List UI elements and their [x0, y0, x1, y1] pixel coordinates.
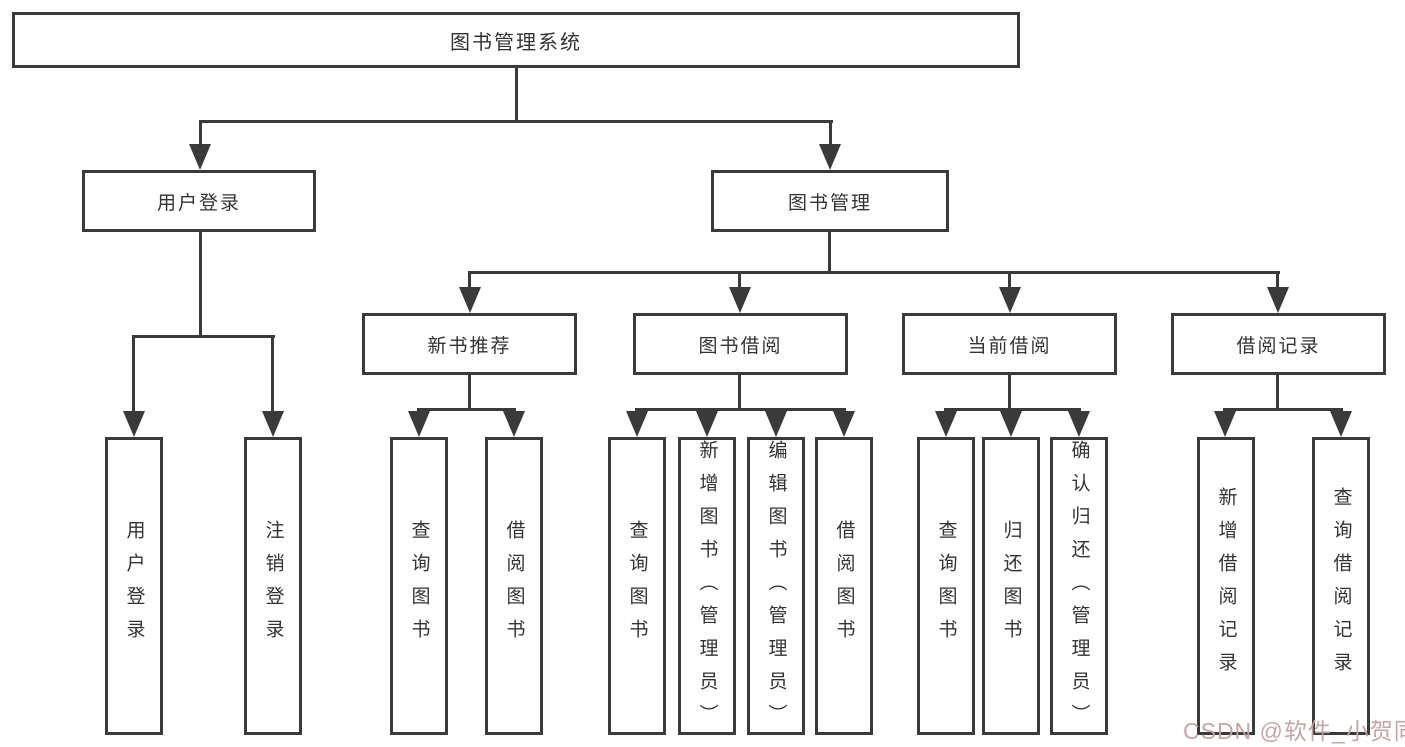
- connector-line: [829, 120, 832, 146]
- connector-line: [1008, 375, 1011, 410]
- leaf-query-books-borrowing: 查询图书: [608, 437, 666, 735]
- leaf-add-borrow-record: 新增借阅记录: [1197, 437, 1255, 735]
- node-user-login: 用户登录: [82, 170, 316, 232]
- arrow-down-icon: [626, 411, 648, 437]
- leaf-return-books: 归还图书: [982, 437, 1040, 735]
- leaf-borrow-books-recommend: 借阅图书: [485, 437, 543, 735]
- arrow-down-icon: [459, 287, 481, 313]
- connector-line: [515, 68, 518, 122]
- leaf-confirm-return-admin: 确认归还（管理员）: [1050, 437, 1108, 737]
- arrow-down-icon: [729, 287, 751, 313]
- arrow-down-icon: [1267, 287, 1289, 313]
- root-node-library-system: 图书管理系统: [12, 12, 1020, 68]
- arrow-down-icon: [765, 411, 787, 437]
- arrow-down-icon: [503, 411, 525, 437]
- node-book-borrowing: 图书借阅: [633, 313, 848, 375]
- leaf-add-book-admin: 新增图书（管理员）: [678, 437, 736, 737]
- connector-line: [468, 271, 471, 289]
- arrow-down-icon: [696, 411, 718, 437]
- leaf-query-books-current: 查询图书: [917, 437, 975, 735]
- arrow-down-icon: [1000, 411, 1022, 437]
- connector-line: [132, 335, 275, 338]
- connector-line: [417, 408, 516, 411]
- connector-line: [468, 375, 471, 410]
- leaf-query-books-recommend: 查询图书: [390, 437, 448, 735]
- connector-line: [635, 408, 846, 411]
- connector-line: [944, 408, 1081, 411]
- node-new-book-recommend: 新书推荐: [362, 313, 577, 375]
- connector-line: [1276, 375, 1279, 410]
- arrow-down-icon: [189, 144, 211, 170]
- connector-line: [199, 232, 202, 338]
- connector-line: [1223, 408, 1343, 411]
- arrow-down-icon: [1330, 411, 1352, 437]
- node-borrowing-records: 借阅记录: [1171, 313, 1386, 375]
- connector-line: [1008, 271, 1011, 289]
- arrow-down-icon: [999, 287, 1021, 313]
- arrow-down-icon: [1214, 411, 1236, 437]
- leaf-edit-book-admin: 编辑图书（管理员）: [747, 437, 805, 737]
- connector-line: [271, 335, 274, 413]
- leaf-user-login: 用户登录: [105, 437, 163, 735]
- node-current-borrowing: 当前借阅: [902, 313, 1117, 375]
- connector-line: [738, 271, 741, 289]
- arrow-down-icon: [408, 411, 430, 437]
- connector-line: [468, 271, 1280, 274]
- connector-line: [199, 120, 833, 123]
- connector-line: [199, 120, 202, 146]
- leaf-logout: 注销登录: [244, 437, 302, 735]
- leaf-query-borrow-record: 查询借阅记录: [1312, 437, 1370, 735]
- connector-line: [738, 375, 741, 410]
- connector-line: [828, 232, 831, 273]
- connector-line: [1276, 271, 1279, 289]
- arrow-down-icon: [123, 411, 145, 437]
- arrow-down-icon: [935, 411, 957, 437]
- arrow-down-icon: [1068, 411, 1090, 437]
- csdn-watermark: CSDN @软件_小贺同学: [1183, 718, 1405, 744]
- node-book-management: 图书管理: [711, 170, 949, 232]
- connector-line: [132, 335, 135, 413]
- arrow-down-icon: [819, 144, 841, 170]
- leaf-borrow-books: 借阅图书: [815, 437, 873, 735]
- arrow-down-icon: [262, 411, 284, 437]
- arrow-down-icon: [833, 411, 855, 437]
